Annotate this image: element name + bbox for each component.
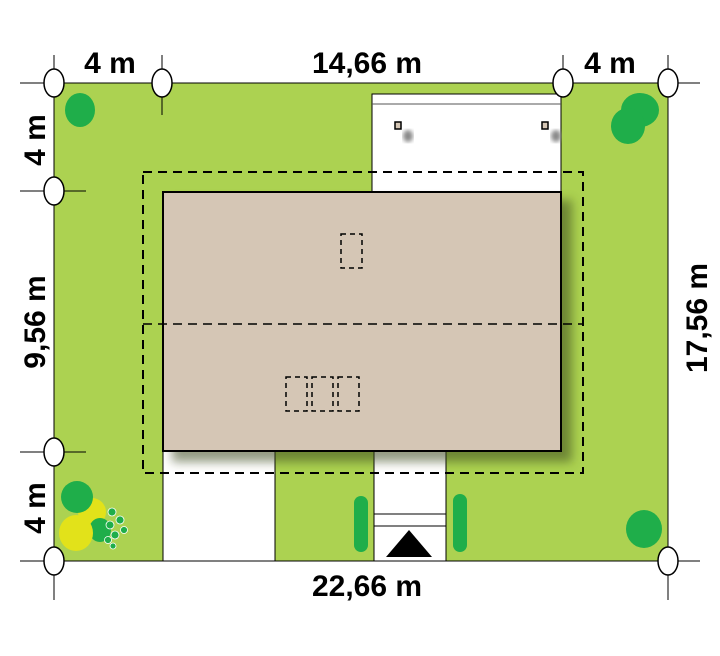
driveway bbox=[162, 450, 276, 562]
house-footprint bbox=[162, 191, 562, 452]
dim-left-middle: 9,56 m bbox=[19, 275, 52, 368]
shrub bbox=[89, 518, 111, 542]
entrance-arrow-icon bbox=[386, 530, 432, 557]
flower-bed bbox=[104, 507, 128, 550]
dim-right: 17,56 m bbox=[681, 263, 714, 373]
hedge bbox=[354, 496, 368, 552]
dim-top-middle: 14,66 m bbox=[312, 47, 422, 80]
tree bbox=[61, 481, 93, 513]
chimney bbox=[340, 233, 363, 269]
survey-markers bbox=[43, 68, 679, 576]
dim-left-bottom: 4 m bbox=[19, 482, 52, 534]
dim-top-right: 4 m bbox=[584, 47, 636, 80]
hedge bbox=[453, 494, 467, 552]
tree bbox=[626, 510, 662, 548]
dim-bottom: 22,66 m bbox=[312, 570, 422, 603]
dim-left-top: 4 m bbox=[19, 114, 52, 166]
skylight bbox=[337, 376, 360, 412]
terrace-area bbox=[371, 93, 562, 193]
post bbox=[541, 121, 549, 130]
roof-outline bbox=[142, 171, 584, 474]
tree bbox=[65, 93, 95, 127]
post bbox=[394, 121, 402, 130]
skylight bbox=[311, 376, 334, 412]
shrub bbox=[59, 515, 93, 551]
skylight bbox=[285, 376, 308, 412]
dim-top-left: 4 m bbox=[84, 47, 136, 80]
tree bbox=[611, 108, 645, 144]
